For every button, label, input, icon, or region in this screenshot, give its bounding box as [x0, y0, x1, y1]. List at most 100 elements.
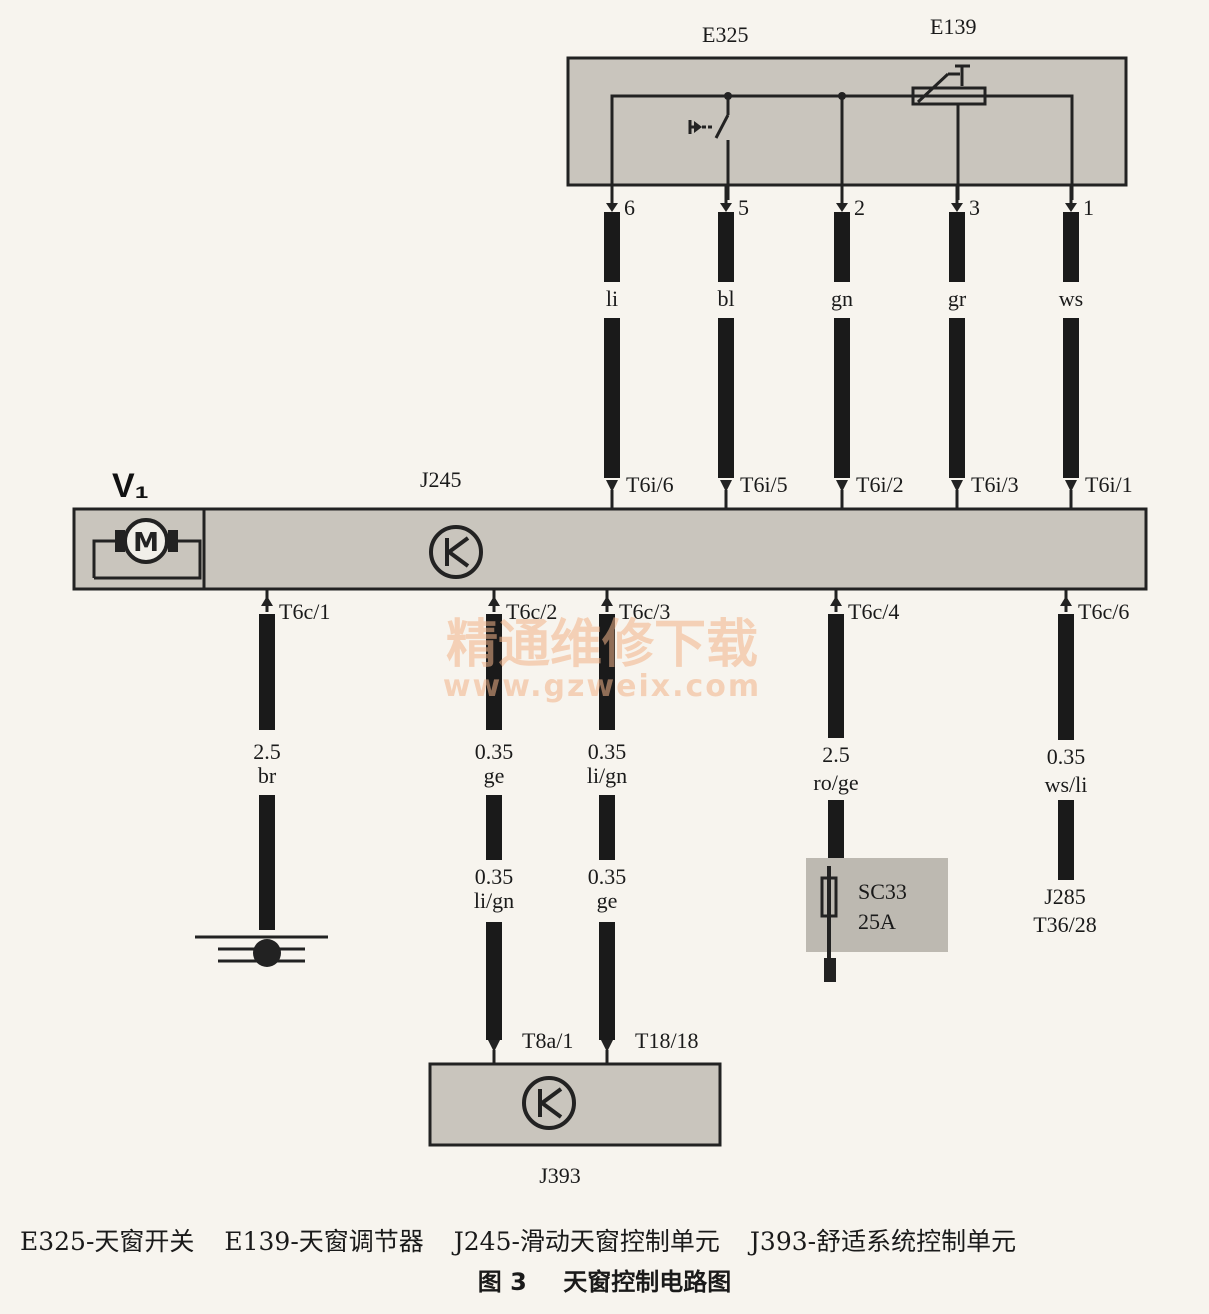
connector-arrow — [1065, 480, 1077, 492]
wire-size-label: 2.5 — [822, 742, 850, 767]
wire-color-label: ws/li — [1045, 772, 1088, 797]
legend-item: E139-天窗调节器 — [224, 1227, 424, 1256]
connector-arrow — [720, 203, 732, 212]
connector-arrow — [601, 596, 613, 606]
module-internal-wire — [985, 94, 1074, 200]
pin-number-label: 5 — [738, 195, 749, 220]
legend-item: J393-舒适系统控制单元 — [749, 1227, 1017, 1256]
wiring-diagram: E325 E139 6liT6i/65blT6i/52gnT6i/23grT6i… — [72, 14, 1148, 1188]
connector-label: T6i/1 — [1085, 472, 1133, 497]
motor-icon: M — [92, 518, 202, 580]
module-internal-wire — [610, 94, 728, 200]
wire-segment — [599, 795, 615, 860]
wire-size-label: 0.35 — [475, 739, 514, 764]
wire-segment — [828, 614, 844, 738]
wire-color-label: gn — [831, 286, 853, 311]
connector-arrow — [1065, 203, 1077, 212]
pin-number-label: 3 — [969, 195, 980, 220]
wire-segment — [486, 795, 502, 860]
wire-segment — [1063, 318, 1079, 478]
wire-segment — [1063, 212, 1079, 282]
wire-color-label: li — [606, 286, 618, 311]
connector-label: T6c/3 — [619, 599, 670, 624]
legend: E325-天窗开关 E139-天窗调节器 J245-滑动天窗控制单元 J393-… — [20, 1222, 1200, 1258]
connector-label: T8a/1 — [522, 1028, 573, 1053]
j285-label: J285 — [1044, 884, 1086, 909]
figure-number: 图 3 — [477, 1268, 527, 1296]
connector-arrow — [830, 596, 842, 606]
pin-number-label: 6 — [624, 195, 635, 220]
wire-color-label: ro/ge — [813, 770, 858, 795]
pin-number-label: 1 — [1083, 195, 1094, 220]
connector-label: T6c/2 — [506, 599, 557, 624]
e139-label: E139 — [930, 14, 976, 39]
watermark-title: 精通维修下载 — [446, 615, 758, 675]
fuse-icon — [820, 866, 838, 982]
svg-text:M: M — [133, 528, 159, 558]
wire-segment — [718, 212, 734, 282]
wire-size-label: 2.5 — [253, 739, 281, 764]
wire-segment — [486, 614, 502, 730]
connector-arrow — [261, 596, 273, 606]
connector-arrow — [951, 203, 963, 212]
wire-segment — [949, 212, 965, 282]
wire-segment — [828, 800, 844, 860]
transistor-icon — [429, 525, 483, 579]
e325-e139-module-box — [566, 56, 1128, 187]
connector-arrow — [951, 480, 963, 492]
j245-label: J245 — [420, 467, 462, 492]
connector-arrow — [606, 203, 618, 212]
wire-color-label: br — [258, 763, 277, 788]
potentiometer-icon — [911, 64, 987, 200]
connector-arrow — [1060, 596, 1072, 606]
wire-segment — [1058, 614, 1074, 740]
wire-color-label: gr — [948, 286, 967, 311]
v1-motor-box — [72, 507, 206, 591]
connector-label: T6c/4 — [848, 599, 899, 624]
wire-segment — [599, 922, 615, 1040]
figure-caption: 图 3 天窗控制电路图 — [0, 1262, 1209, 1297]
connector-arrow — [836, 203, 848, 212]
wire-segment — [834, 212, 850, 282]
wire-segment — [834, 318, 850, 478]
wire-color-label: ge — [484, 763, 505, 788]
ground-icon — [195, 935, 328, 967]
switch-icon — [688, 96, 730, 200]
connector-label: T6i/2 — [856, 472, 904, 497]
wire-size-label: 0.35 — [588, 739, 627, 764]
wire-color-label: bl — [717, 286, 734, 311]
connector-label: T6c/6 — [1078, 599, 1129, 624]
wire-size-label: 0.35 — [475, 864, 514, 889]
wire-segment — [259, 795, 275, 930]
connector-label: T6i/5 — [740, 472, 788, 497]
watermark-url: www.gzweix.com — [443, 669, 761, 704]
wire-segment — [718, 318, 734, 478]
wire-segment — [599, 614, 615, 730]
wire-segment — [604, 318, 620, 478]
wire-segment — [1058, 800, 1074, 880]
connector-arrow — [488, 1040, 500, 1052]
legend-item: J245-滑动天窗控制单元 — [453, 1227, 720, 1256]
connector-arrow — [606, 480, 618, 492]
v1-label: V₁ — [112, 467, 149, 505]
bottom-wires: T6c/12.5brT6c/20.35ge0.35li/gnT8a/1T6c/3… — [253, 589, 1129, 1064]
wire-segment — [486, 922, 502, 1040]
wire-color-label: ge — [597, 888, 618, 913]
connector-arrow — [720, 480, 732, 492]
legend-item: E325-天窗开关 — [20, 1227, 195, 1256]
connector-arrow — [601, 1040, 613, 1052]
fuse-rating-label: 25A — [858, 909, 896, 934]
connector-label: T6i/6 — [626, 472, 674, 497]
j285-pin-label: T36/28 — [1033, 912, 1097, 937]
wire-size-label: 0.35 — [588, 864, 627, 889]
pin-number-label: 2 — [854, 195, 865, 220]
connector-arrow — [488, 596, 500, 606]
wire-segment — [604, 212, 620, 282]
wire-segment — [949, 318, 965, 478]
connector-arrow — [836, 480, 848, 492]
connector-label: T6c/1 — [279, 599, 330, 624]
wire-size-label: 0.35 — [1047, 744, 1086, 769]
wire-segment — [259, 614, 275, 730]
j393-label: J393 — [539, 1163, 581, 1188]
